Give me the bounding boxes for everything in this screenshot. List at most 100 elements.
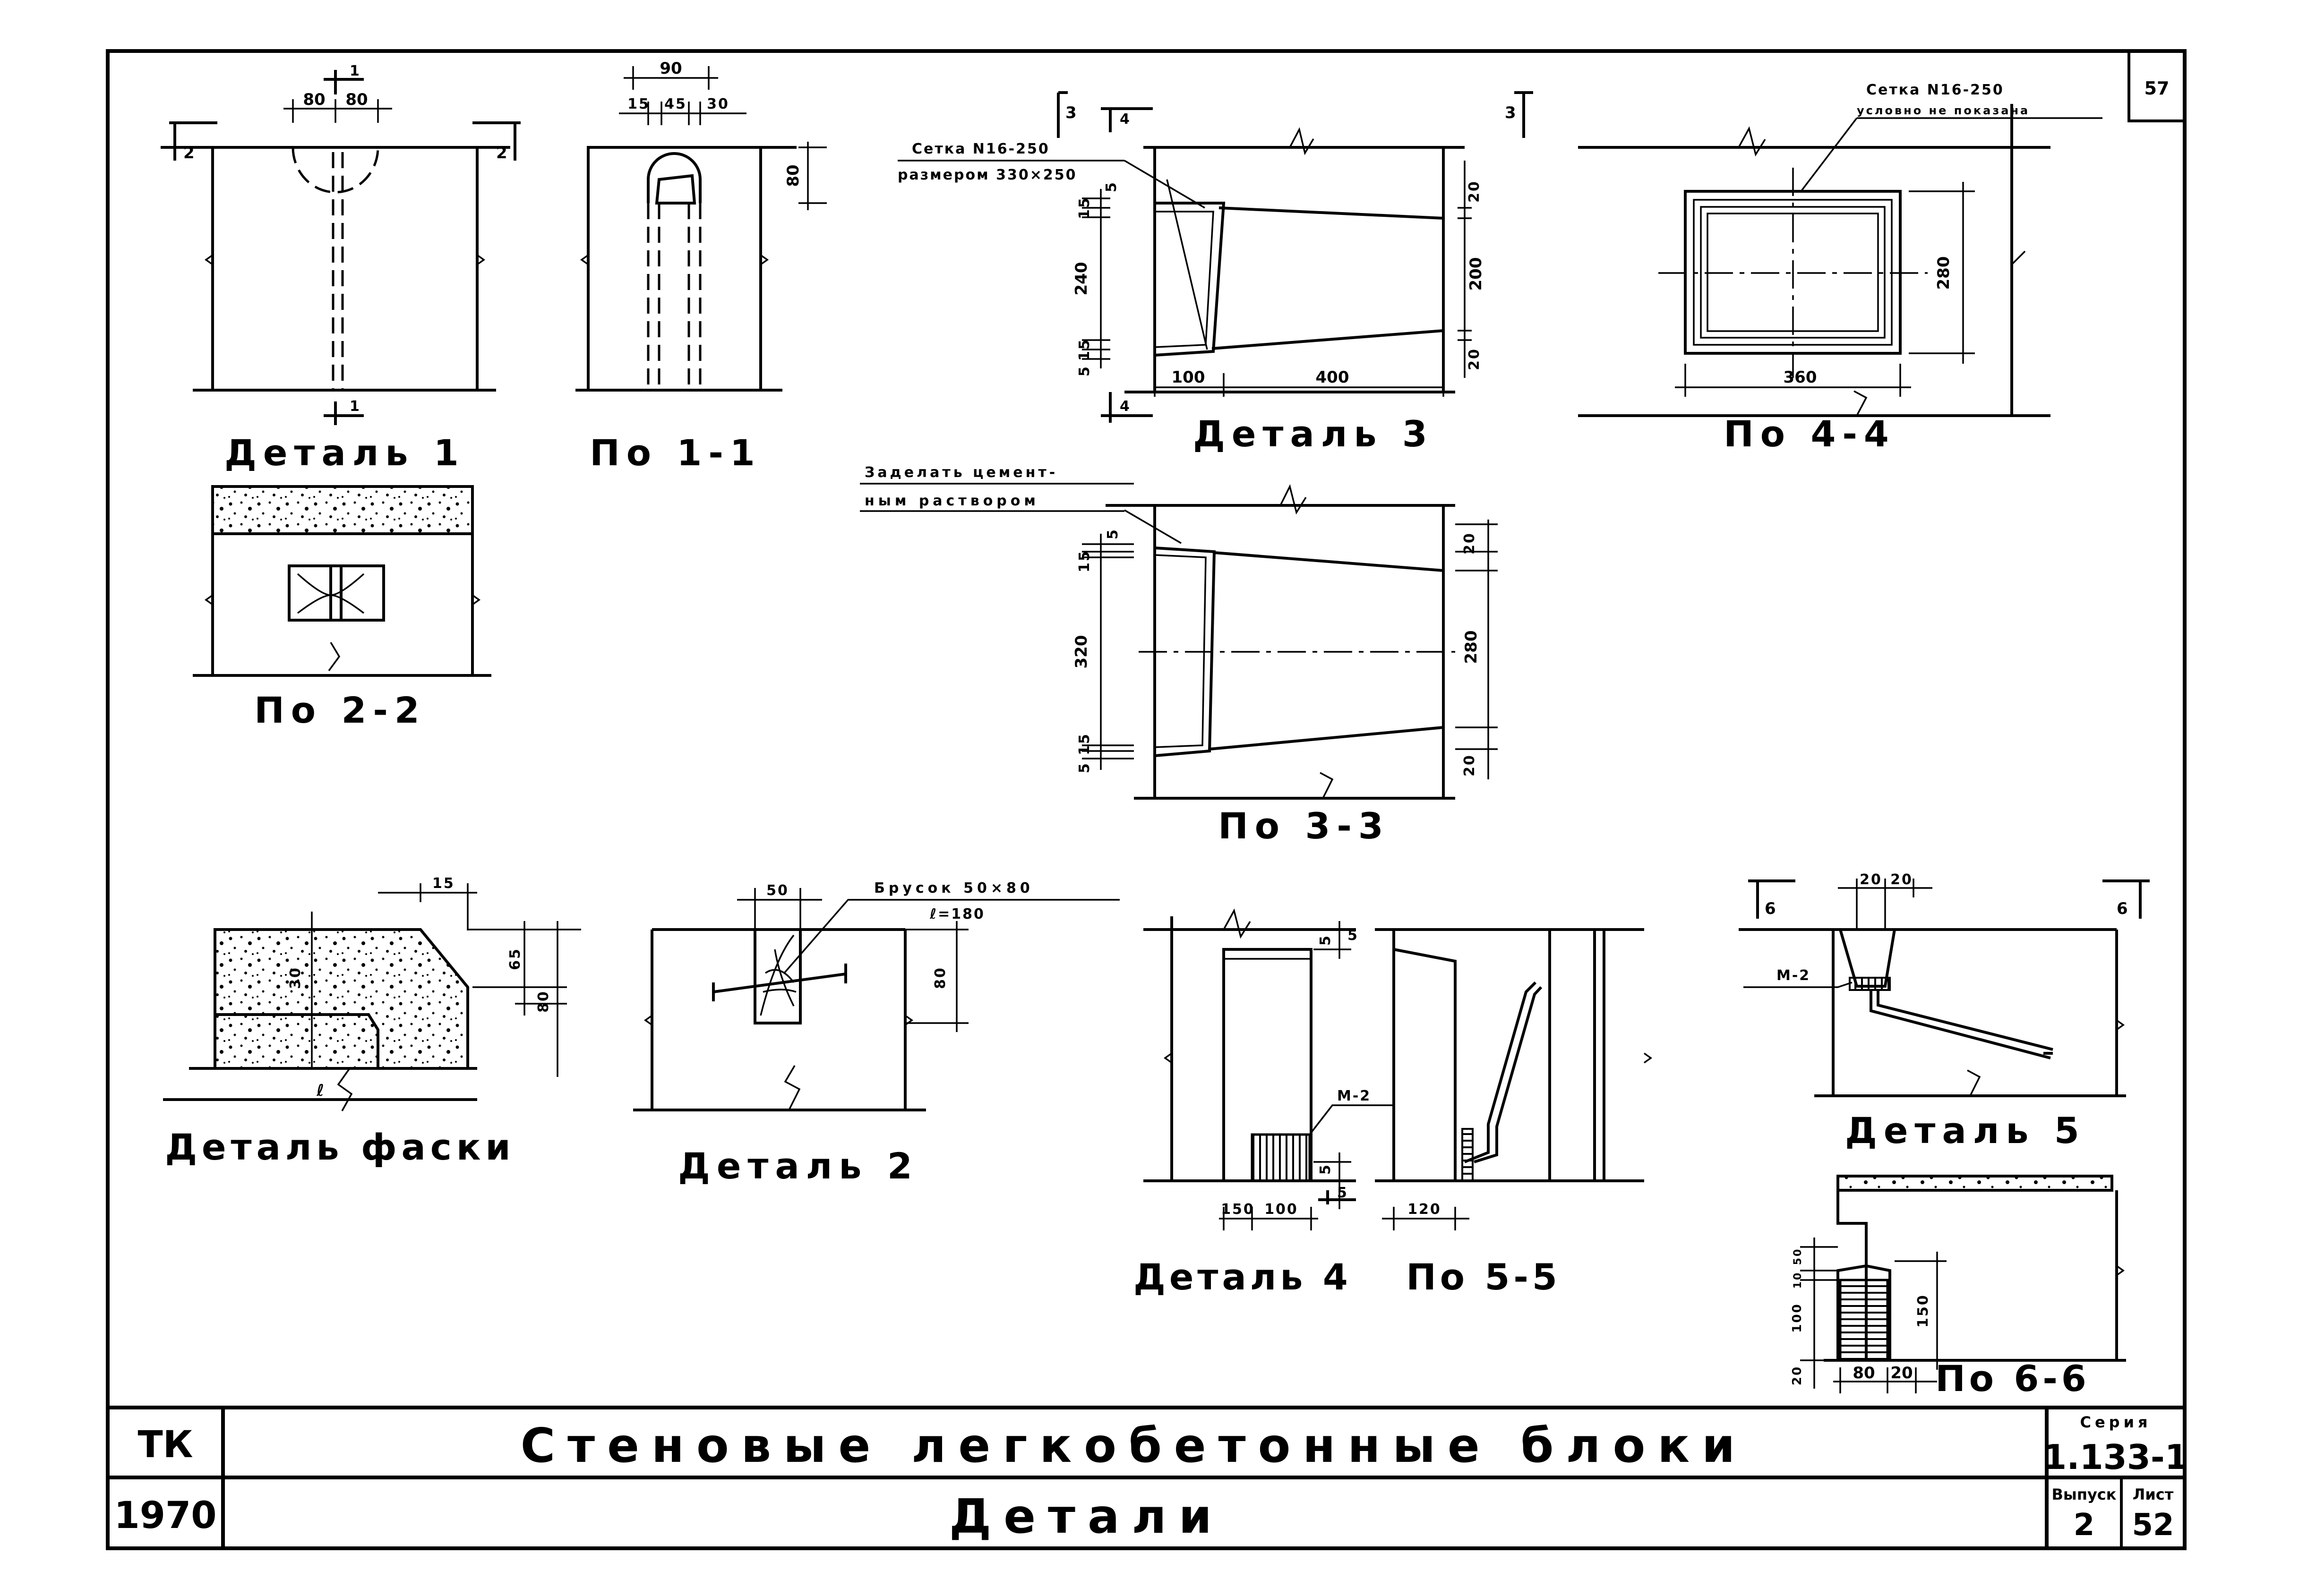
dim-s55-a: 120 (1407, 1201, 1441, 1218)
dim-d3-d: 15 (1076, 338, 1093, 361)
dim-s66-d: 20 (1790, 1366, 1804, 1385)
chamfer-body (214, 928, 469, 1070)
sheet-number: 57 (2145, 78, 2170, 99)
section-4-4: 280 360 Сетка N16-250 условно не показан… (1578, 82, 2102, 455)
caption-detail-5: Деталь 5 (1845, 1110, 2086, 1152)
dim-s66-b: 50 (1792, 1248, 1804, 1265)
dim-d3-f: 100 (1172, 368, 1205, 387)
dim-ch-d: 80 (535, 990, 552, 1013)
dim-d3-r3: 20 (1466, 348, 1483, 370)
section-marker-5-bottom: 5 (1337, 1185, 1348, 1201)
dim-s44-w: 360 (1784, 368, 1817, 387)
dim-s11-a: 15 (627, 96, 650, 112)
sheet-frame (106, 49, 2187, 1550)
note-mesh-44-line2: условно не показана (1857, 104, 2030, 117)
note-mesh-d3-line2: размером 330×250 (898, 167, 1077, 183)
title-series-label: Серия (2080, 1413, 2151, 1431)
dim-s66-g: 20 (1890, 1364, 1913, 1383)
detail-chamfer: ℓ 15 30 65 80 Деталь фаски (163, 875, 581, 1168)
title-list-label: Лист (2133, 1485, 2174, 1503)
dim-d4-b: 5 (1317, 1163, 1334, 1175)
title-main: Стеновые легкобетонные блоки (521, 1418, 1747, 1473)
dim-s33-b: 15 (1076, 550, 1093, 572)
title-list-value: 52 (2132, 1508, 2174, 1543)
section-marker-2-left: 2 (183, 144, 195, 162)
section-1-1: 90 15 45 30 80 По 1-1 (575, 59, 827, 474)
note-mesh-44-line1: Сетка N16-250 (1866, 82, 2004, 98)
dim-s33-d: 15 (1076, 733, 1093, 755)
caption-chamfer: Деталь фаски (165, 1126, 515, 1168)
sheet-number-box: 57 (2127, 50, 2186, 122)
note-bar-length: ℓ=180 (929, 906, 985, 922)
concrete-layer (211, 485, 474, 535)
caption-detail-4: Деталь 4 (1133, 1256, 1352, 1298)
section-marker-6-left: 6 (1765, 899, 1776, 918)
caption-section-1-1: По 1-1 (590, 432, 762, 474)
embed-plate-66 (1839, 1279, 1889, 1362)
caption-section-3-3: По 3-3 (1218, 805, 1390, 847)
note-seal-line2: ным раствором (865, 493, 1039, 509)
dim-d5-a: 20 (1860, 871, 1882, 888)
embed-plate-d5 (1849, 977, 1891, 991)
dim-s66-c: 100 (1790, 1303, 1804, 1332)
dim-s33-a: 5 (1105, 528, 1121, 539)
dim-s66-a: 10 (1792, 1272, 1804, 1289)
section-marker-5-top: 5 (1347, 927, 1359, 944)
dim-s44-h: 280 (1934, 256, 1953, 290)
dim-d2-a: 50 (766, 882, 789, 899)
detail-5: М-2 20 20 6 6 Деталь 5 (1739, 871, 2150, 1152)
dim-s11-total: 90 (660, 59, 682, 78)
note-mesh-d3-line1: Сетка N16-250 (912, 141, 1050, 157)
section-marker-6-right: 6 (2117, 899, 2128, 918)
concrete-top-66 (1836, 1175, 2113, 1192)
note-m2-a: М-2 (1337, 1088, 1371, 1104)
dim-s66-f: 80 (1853, 1364, 1875, 1383)
dim-d4-c: 150 (1221, 1201, 1255, 1218)
dim-s11-b: 45 (664, 96, 687, 112)
detail-2: 50 Брусок 50×80 ℓ=180 80 Деталь 2 (633, 880, 1120, 1187)
dim-s33-r2: 280 (1462, 631, 1481, 664)
dim-ch-c: 65 (507, 947, 523, 970)
dim-d3-b: 5 (1103, 181, 1120, 192)
label-ell: ℓ (316, 1081, 324, 1100)
dim-d3-e: 5 (1076, 365, 1093, 376)
dim-d3-r2: 200 (1467, 257, 1485, 291)
caption-detail-3: Деталь 3 (1193, 413, 1434, 455)
dim-s66-e: 150 (1915, 1294, 1931, 1328)
caption-detail-2: Деталь 2 (678, 1145, 919, 1187)
title-sub: Детали (949, 1489, 1224, 1544)
title-issue-label: Выпуск (2052, 1485, 2117, 1503)
section-marker-4-top: 4 (1120, 111, 1131, 128)
dim-d3-c: 240 (1072, 262, 1091, 296)
note-bar-label: Брусок 50×80 (874, 880, 1034, 896)
title-issue-value: 2 (2074, 1508, 2095, 1543)
dim-d5-b: 20 (1890, 871, 1913, 888)
caption-section-5-5: По 5-5 (1406, 1256, 1561, 1298)
dim-ch-a: 15 (432, 875, 455, 892)
caption-section-4-4: По 4-4 (1724, 413, 1896, 455)
section-marker-3-right: 3 (1505, 103, 1516, 122)
embed-plate-m2 (1251, 1133, 1311, 1182)
section-marker-4-bottom: 4 (1120, 398, 1131, 415)
section-3-3: Заделать цемент- ным раствором 5 15 320 … (860, 464, 1498, 847)
note-seal-line1: Заделать цемент- (865, 464, 1058, 481)
title-org: ТК (138, 1424, 193, 1466)
caption-detail-1: Деталь 1 (224, 432, 465, 474)
caption-section-2-2: По 2-2 (254, 689, 426, 731)
title-block: ТК 1970 Стеновые легкобетонные блоки Дет… (108, 1406, 2188, 1548)
section-marker-1-bottom: 1 (350, 398, 361, 415)
dim-s11-h: 80 (784, 164, 803, 187)
note-m2-b: М-2 (1776, 967, 1810, 984)
dim-s33-e: 5 (1076, 762, 1093, 773)
detail-4: М-2 5 5 5 5 150 100 Деталь 4 (1133, 908, 1394, 1298)
dim-d4-a: 5 (1317, 934, 1334, 946)
detail-1: 80 80 1 1 2 2 Деталь 1 (161, 63, 521, 474)
detail-3: Сетка N16-250 размером 330×250 15 5 240 … (898, 91, 1533, 455)
section-marker-1-top: 1 (350, 63, 361, 79)
dim-d2-b: 80 (932, 966, 949, 989)
dim-d4-d: 100 (1264, 1201, 1298, 1218)
embed-plate-55 (1461, 1128, 1474, 1182)
title-series-value: 1.133-1 (2043, 1437, 2188, 1477)
dim-d3-a: 15 (1076, 196, 1093, 219)
caption-section-6-6: По 6-6 (1935, 1357, 2090, 1400)
